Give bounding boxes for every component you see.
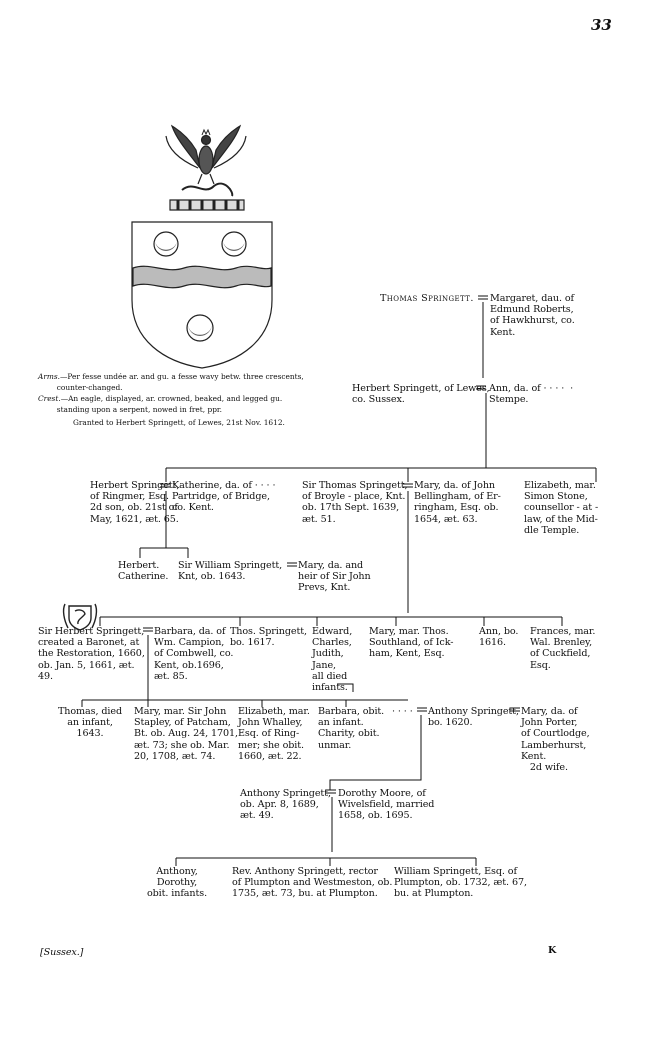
entry-frances-brenley: Frances, mar. Wal. Brenley, of Cuckfield…: [530, 626, 596, 671]
entry-mary-southland: Mary, mar. Thos. Southland, of Ick- ham,…: [369, 626, 454, 660]
entry-anthony-1620: Anthony Springett, bo. 1620.: [428, 706, 519, 729]
entry-ann-stempe: Ann, da. of · · · · · Stempe.: [489, 383, 574, 406]
entry-herbert-ringmer: Herbert Springett, of Ringmer, Esq. 2d s…: [90, 480, 180, 525]
entry-rev-anthony: Rev. Anthony Springett, rector of Plumpt…: [232, 866, 393, 900]
entry-mary-prevs: Mary, da. and heir of Sir John Prevs, Kn…: [298, 560, 371, 594]
entry-barbara-campion: Barbara, da. of Wm. Campion, of Combwell…: [154, 626, 234, 682]
entry-edward-charles-judith-jane: Edward, Charles, Judith, Jane, all died …: [312, 626, 353, 694]
footer-signature: K: [548, 945, 557, 956]
entry-elizabeth-whalley: Elizabeth, mar. John Whalley, Esq. of Ri…: [238, 706, 310, 762]
entry-katherine-partridge: Katherine, da. of · · · · Partridge, of …: [172, 480, 276, 514]
entry-anthony-1689: Anthony Springett, ob. Apr. 8, 1689, æt.…: [240, 788, 331, 822]
entry-mary-porter: Mary, da. of John Porter, of Courtlodge,…: [521, 706, 590, 774]
arms-text: —Per fesse undée ar. and gu. a fesse wav…: [56, 372, 304, 392]
entry-unnamed-first-wife: · · · ·: [392, 706, 413, 717]
arms-label: Arms.: [38, 372, 61, 381]
entry-margaret-roberts: Margaret, dau. of Edmund Roberts, of Haw…: [490, 293, 575, 338]
entry-dorothy-moore: Dorothy Moore, of Wivelsfield, married 1…: [338, 788, 435, 822]
baronet-badge-icon: [62, 603, 98, 631]
entry-william-1732: William Springett, Esq. of Plumpton, ob.…: [394, 866, 527, 900]
entry-barbara-charity: Barbara, obit. an infant. Charity, obit.…: [318, 706, 385, 751]
entry-thos-springett: Thos. Springett, bo. 1617.: [230, 626, 307, 649]
entry-herbert-lewes: Herbert Springett, of Lewes, co. Sussex.: [352, 383, 490, 406]
entry-elizabeth-stone: Elizabeth, mar. Simon Stone, counsellor …: [524, 480, 599, 536]
grant-text: Granted to Herbert Springett, of Lewes, …: [73, 418, 285, 427]
entry-thomas-springett: Thomas Springett.: [380, 293, 474, 304]
entry-sir-thomas: Sir Thomas Springett, of Broyle - place,…: [302, 480, 408, 525]
page-number: 33: [591, 16, 612, 34]
entry-anthony-dorothy-infants: Anthony, Dorothy, obit. infants.: [146, 866, 208, 900]
crest-label: Crest.: [38, 394, 61, 403]
entry-herbert-catherine: Herbert. Catherine.: [118, 560, 169, 583]
entry-sir-herbert: Sir Herbert Springett, created a Baronet…: [38, 626, 145, 682]
entry-mary-bellingham: Mary, da. of John Bellingham, of Er- rin…: [414, 480, 501, 525]
crest-eagle-icon: [165, 124, 247, 211]
crest-description: Crest.—An eagle, displayed, ar. crowned,…: [38, 394, 282, 416]
entry-sir-william: Sir William Springett, Knt, ob. 1643.: [178, 560, 283, 583]
shield-icon: [131, 221, 273, 369]
entry-mary-stapley: Mary, mar. Sir John Stapley, of Patcham,…: [134, 706, 238, 762]
entry-thomas-infant: Thomas, died an infant, 1643.: [58, 706, 123, 740]
arms-description: Arms.—Per fesse undée ar. and gu. a fess…: [38, 372, 304, 394]
entry-ann-1616: Ann, bo. 1616.: [479, 626, 519, 649]
pedigree-lines: [81, 295, 597, 866]
footer-county: [Sussex.]: [40, 947, 84, 958]
crest-text: —An eagle, displayed, ar. crowned, beake…: [56, 394, 283, 414]
